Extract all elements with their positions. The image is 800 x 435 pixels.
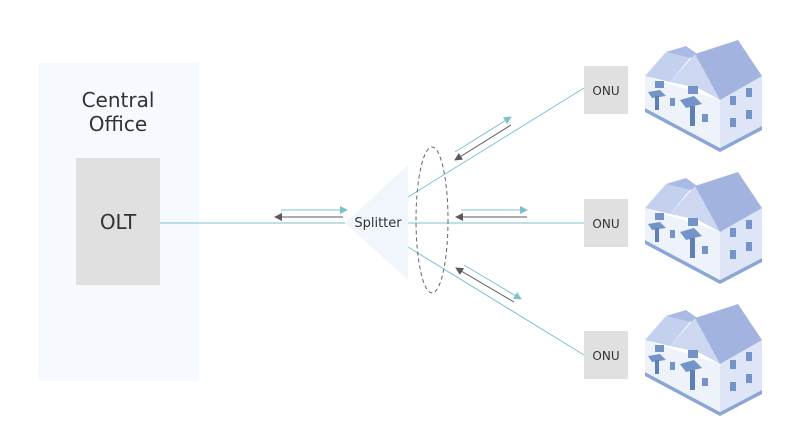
- onu-label: ONU: [592, 84, 619, 98]
- central-office-title-2: Office: [89, 112, 147, 136]
- onu-2: ONU: [584, 199, 628, 247]
- onu-1: ONU: [584, 66, 628, 114]
- house-icon: [645, 304, 762, 416]
- central-office-title-1: Central: [82, 88, 155, 112]
- onu-label: ONU: [592, 217, 619, 231]
- upstream-arrow-icon: [454, 124, 512, 161]
- drop-fiber-1: [407, 87, 585, 198]
- downstream-arrow-icon: [463, 264, 522, 300]
- olt-box: [76, 158, 160, 285]
- splitter-ellipse: [415, 146, 449, 294]
- downstream-arrow-icon: [454, 116, 512, 153]
- drop-fiber-3: [407, 246, 585, 356]
- splitter-label: Splitter: [354, 216, 402, 231]
- upstream-arrow-icon: [455, 267, 515, 303]
- onu-3: ONU: [584, 331, 628, 379]
- house-icon: [645, 40, 762, 152]
- onu-label: ONU: [592, 349, 619, 363]
- olt-label: OLT: [100, 210, 137, 234]
- house-icon: [645, 172, 762, 284]
- splitter-shape: [345, 165, 408, 280]
